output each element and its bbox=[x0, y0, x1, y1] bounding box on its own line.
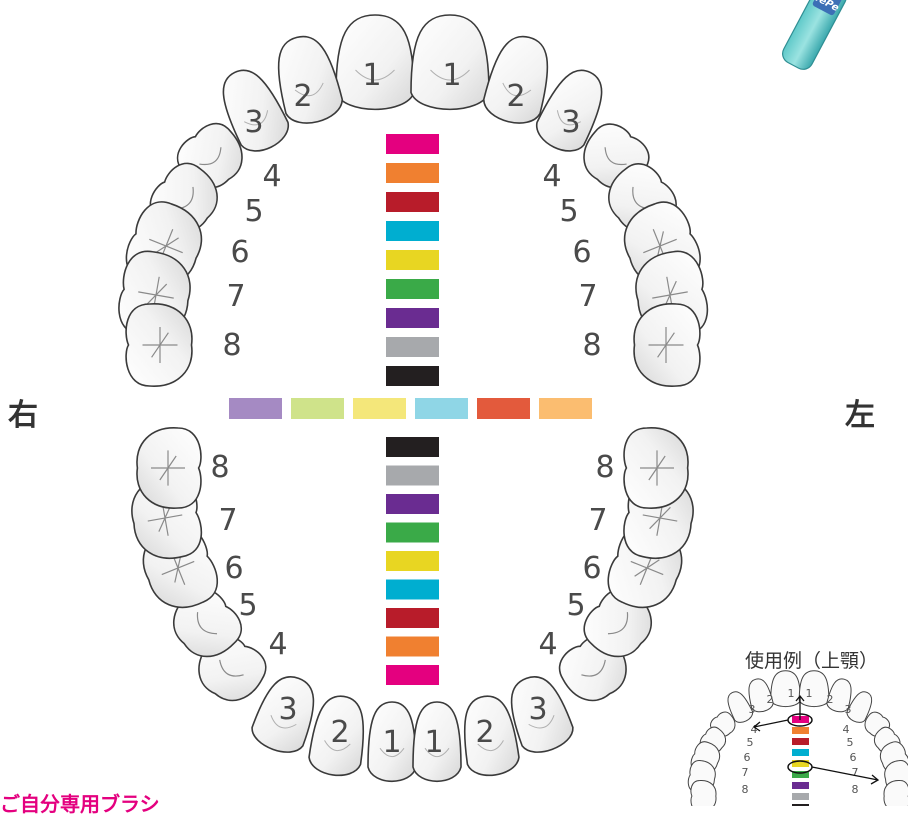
lower-right-number-1: 1 bbox=[382, 725, 401, 760]
upper-brush-color-swatches bbox=[386, 134, 439, 386]
upper-swatch-6 bbox=[386, 279, 439, 299]
upper-right-number-6: 6 bbox=[230, 235, 249, 270]
spare-swatch-4 bbox=[415, 398, 468, 419]
inset-right-number-3: 3 bbox=[749, 703, 756, 716]
upper-left-number-2: 2 bbox=[506, 79, 525, 114]
lower-swatch-2 bbox=[386, 466, 439, 486]
inset-right-number-6: 6 bbox=[744, 751, 751, 764]
upper-right-number-4: 4 bbox=[262, 159, 281, 194]
upper-right-number-3: 3 bbox=[244, 105, 263, 140]
inset-swatch-8 bbox=[792, 793, 809, 800]
lower-swatch-9 bbox=[386, 665, 439, 685]
inset-left-number-7: 7 bbox=[852, 766, 859, 779]
inset-right-number-2: 2 bbox=[767, 693, 774, 706]
inset-left-number-3: 3 bbox=[845, 703, 852, 716]
lower-left-number-2: 2 bbox=[475, 715, 494, 750]
spare-swatch-6 bbox=[539, 398, 592, 419]
upper-swatch-3 bbox=[386, 192, 439, 212]
inset-left-number-6: 6 bbox=[850, 751, 857, 764]
lower-swatch-7 bbox=[386, 608, 439, 628]
upper-swatch-7 bbox=[386, 308, 439, 328]
upper-right-number-7: 7 bbox=[226, 279, 245, 314]
lower-brush-color-swatches bbox=[386, 437, 439, 685]
upper-right-number-5: 5 bbox=[244, 194, 263, 229]
inset-swatch-7 bbox=[792, 782, 809, 789]
spare-swatch-2 bbox=[291, 398, 344, 419]
upper-left-number-7: 7 bbox=[578, 279, 597, 314]
inset-left-number-4: 4 bbox=[843, 723, 850, 736]
upper-swatch-4 bbox=[386, 221, 439, 241]
inset-swatch-4 bbox=[792, 749, 809, 756]
lower-swatch-1 bbox=[386, 437, 439, 457]
upper-left-number-4: 4 bbox=[542, 159, 561, 194]
left-side-label: 左 bbox=[845, 390, 875, 434]
spare-swatch-5 bbox=[477, 398, 530, 419]
lower-swatch-4 bbox=[386, 523, 439, 543]
upper-swatch-5 bbox=[386, 250, 439, 270]
lower-tooth-15 bbox=[137, 428, 201, 508]
upper-left-number-3: 3 bbox=[561, 105, 580, 140]
spare-swatch-1 bbox=[229, 398, 282, 419]
inset-right-number-7: 7 bbox=[742, 766, 749, 779]
lower-right-number-8: 8 bbox=[210, 450, 229, 485]
lower-right-number-3: 3 bbox=[278, 692, 297, 727]
inset-right-number-5: 5 bbox=[747, 736, 754, 749]
interdental-brush-product-image: TePe bbox=[779, 0, 850, 73]
lower-left-number-5: 5 bbox=[566, 588, 585, 623]
upper-swatch-1 bbox=[386, 134, 439, 154]
lower-left-number-3: 3 bbox=[528, 692, 547, 727]
own-brush-title: ご自分専用ブラシ bbox=[0, 788, 160, 817]
spare-swatch-3 bbox=[353, 398, 406, 419]
lower-swatch-6 bbox=[386, 580, 439, 600]
lower-left-number-1: 1 bbox=[424, 725, 443, 760]
lower-right-number-2: 2 bbox=[330, 715, 349, 750]
upper-right-number-8: 8 bbox=[222, 328, 241, 363]
right-side-label: 右 bbox=[8, 390, 38, 434]
upper-left-number-6: 6 bbox=[572, 235, 591, 270]
upper-tooth-16 bbox=[634, 304, 700, 386]
lower-right-number-6: 6 bbox=[224, 551, 243, 586]
inset-arrow-left bbox=[754, 720, 788, 731]
inset-right-number-8: 8 bbox=[742, 783, 749, 796]
inset-tooth-16 bbox=[884, 780, 908, 806]
lower-right-number-4: 4 bbox=[268, 627, 287, 662]
inset-arrow-right bbox=[812, 767, 878, 784]
inset-right-number-1: 1 bbox=[788, 687, 795, 700]
lower-swatch-3 bbox=[386, 494, 439, 514]
spare-brush-color-swatches bbox=[229, 398, 592, 419]
lower-tooth-16 bbox=[624, 428, 688, 508]
inset-left-number-1: 1 bbox=[806, 687, 813, 700]
lower-swatch-5 bbox=[386, 551, 439, 571]
lower-right-number-5: 5 bbox=[238, 588, 257, 623]
upper-left-number-5: 5 bbox=[559, 194, 578, 229]
upper-swatch-9 bbox=[386, 366, 439, 386]
usage-example-title: 使用例（上顎） bbox=[745, 646, 878, 673]
lower-right-number-7: 7 bbox=[218, 503, 237, 538]
upper-swatch-8 bbox=[386, 337, 439, 357]
inset-tooth-1 bbox=[771, 671, 801, 707]
inset-left-number-5: 5 bbox=[847, 736, 854, 749]
inset-left-number-2: 2 bbox=[827, 693, 834, 706]
inset-swatch-2 bbox=[792, 727, 809, 734]
lower-left-number-6: 6 bbox=[582, 551, 601, 586]
lower-left-number-4: 4 bbox=[538, 627, 557, 662]
inset-left-number-8: 8 bbox=[852, 783, 859, 796]
upper-left-number-8: 8 bbox=[582, 328, 601, 363]
upper-right-number-1: 1 bbox=[362, 58, 381, 93]
upper-swatch-2 bbox=[386, 163, 439, 183]
lower-left-number-8: 8 bbox=[595, 450, 614, 485]
inset-swatch-3 bbox=[792, 738, 809, 745]
inset-tooth-15 bbox=[691, 780, 716, 806]
lower-swatch-8 bbox=[386, 637, 439, 657]
upper-left-number-1: 1 bbox=[442, 58, 461, 93]
upper-tooth-15 bbox=[126, 304, 192, 386]
upper-right-number-2: 2 bbox=[293, 79, 312, 114]
lower-left-number-7: 7 bbox=[588, 503, 607, 538]
